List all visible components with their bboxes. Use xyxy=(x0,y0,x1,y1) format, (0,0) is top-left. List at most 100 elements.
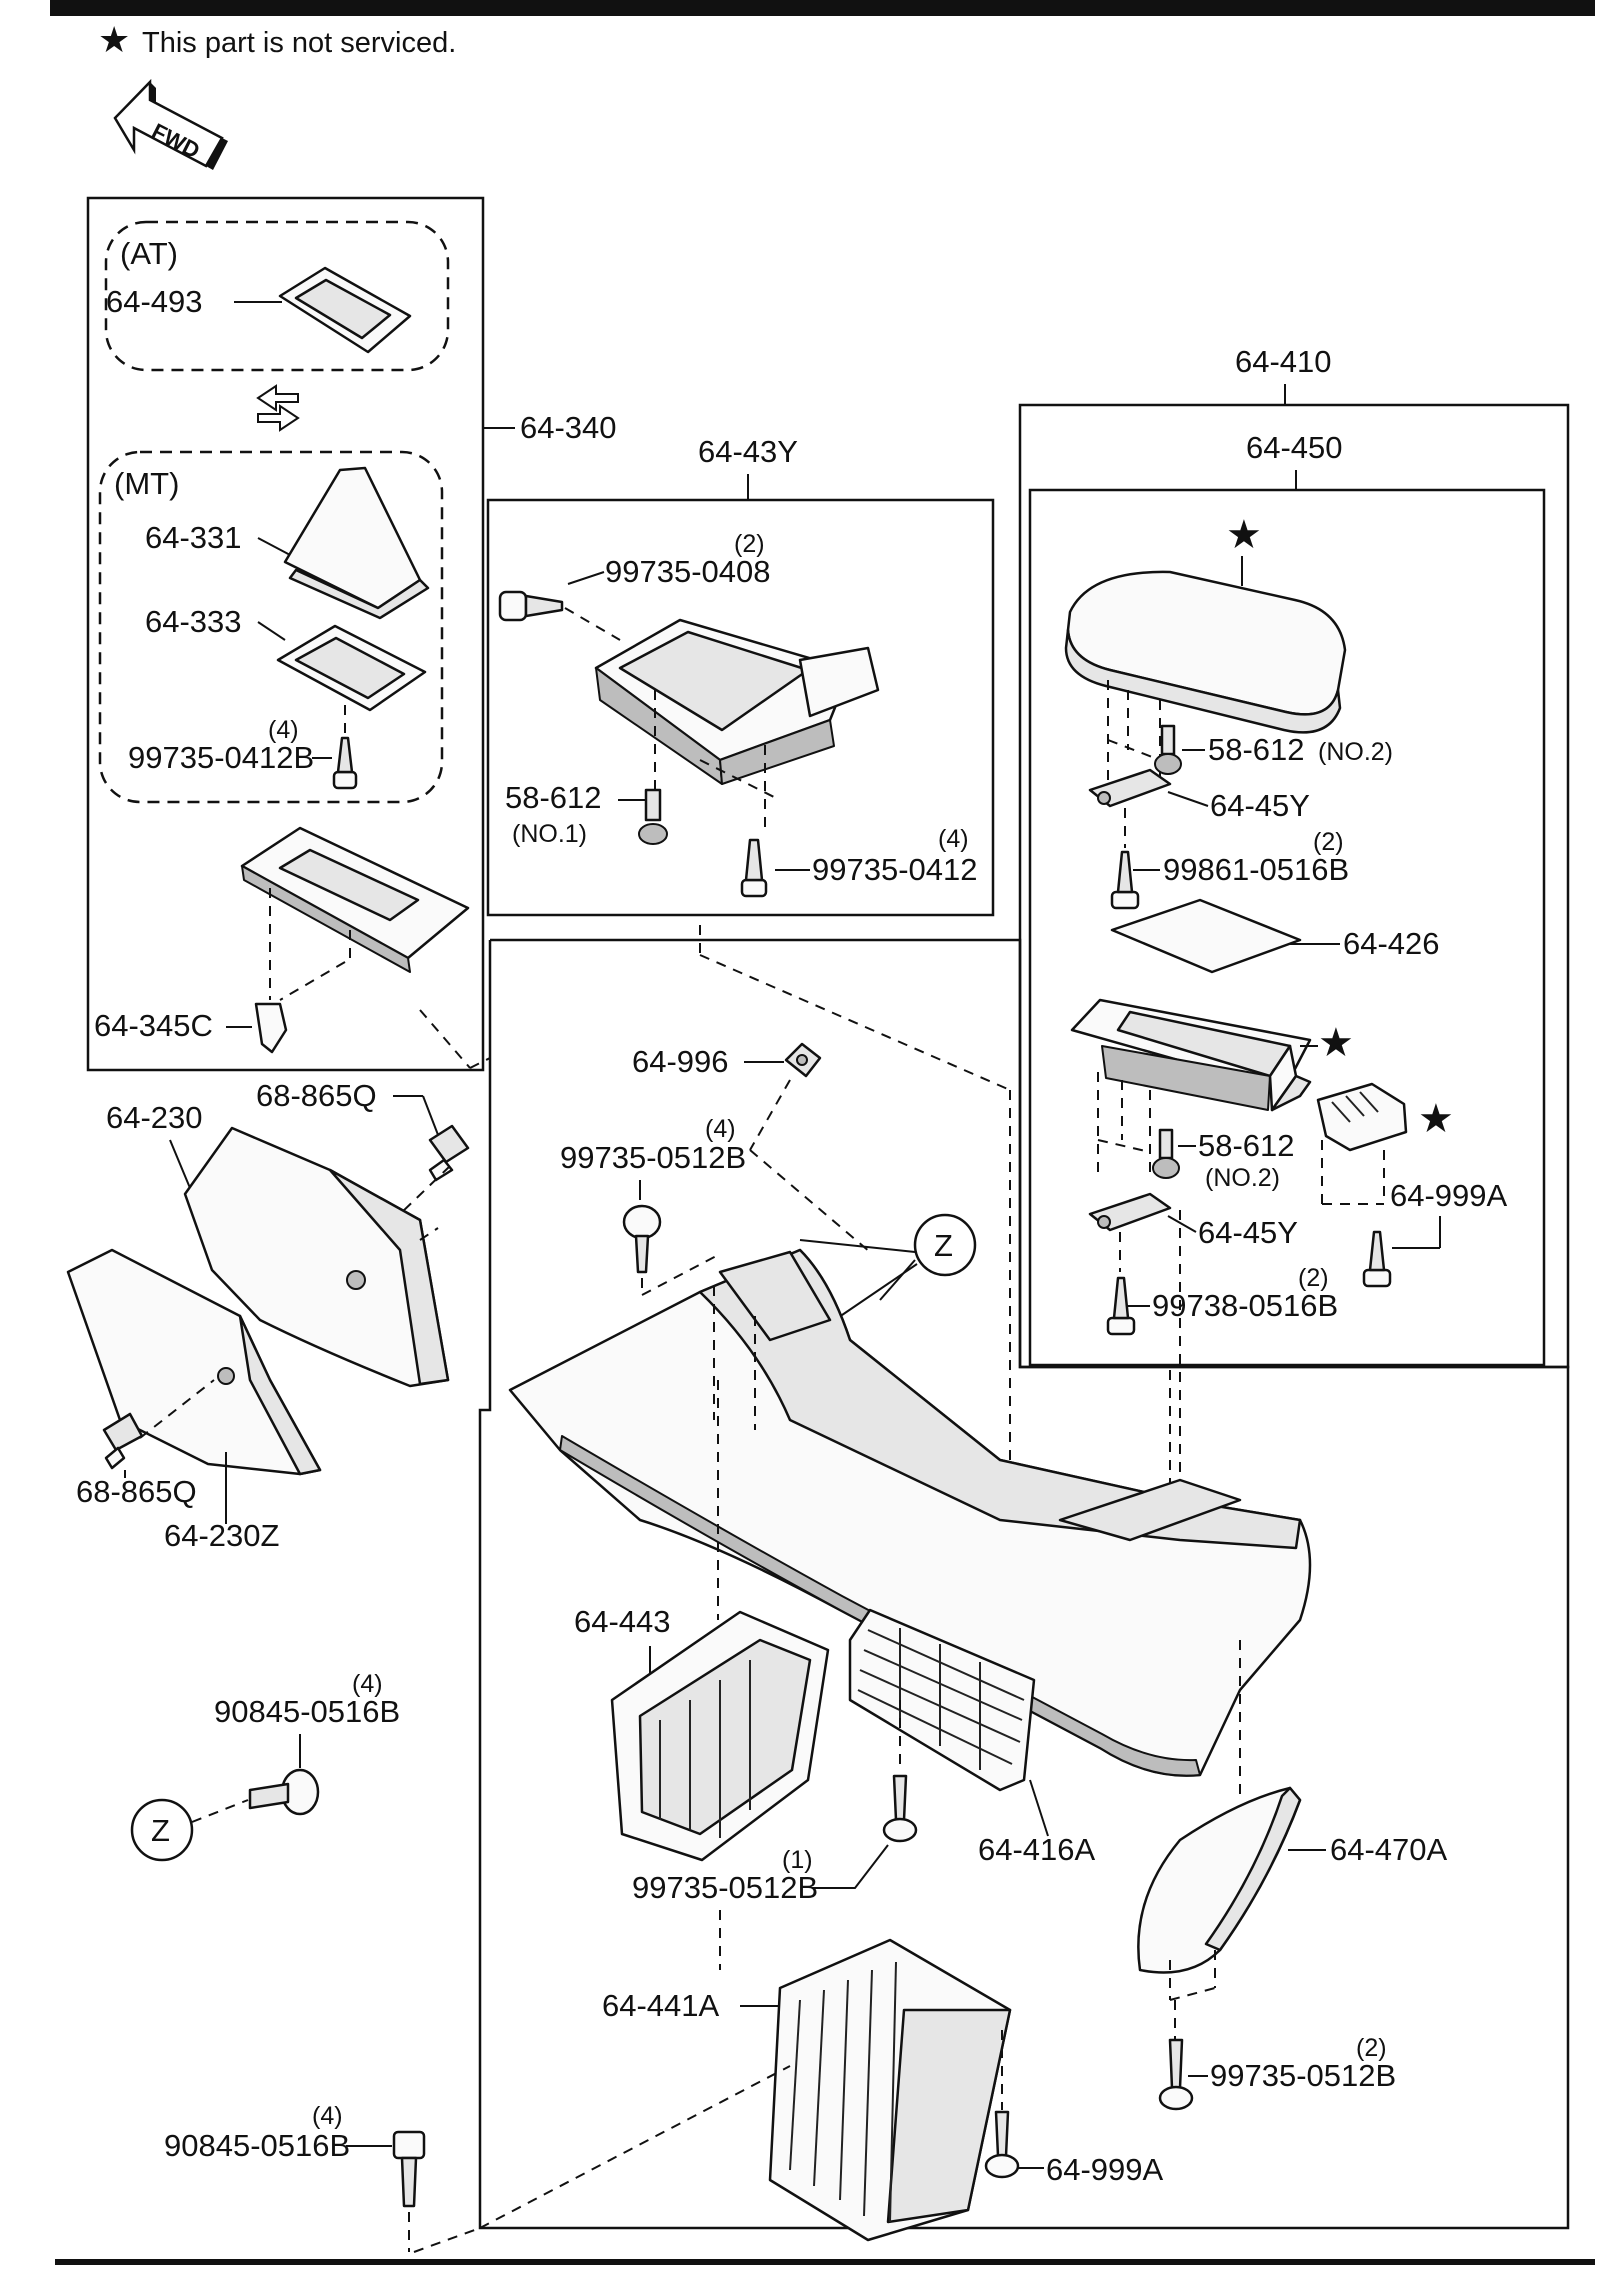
callout-64-996: 64-996 xyxy=(632,1044,729,1079)
part-armrest-lid xyxy=(1064,570,1347,734)
part-64-333 xyxy=(276,624,427,712)
callout-64-230Z: 64-230Z xyxy=(164,1518,279,1553)
qty-4-99735-0512B-upper: (4) xyxy=(705,1115,736,1143)
qty-2-99735-0512B-lower: (2) xyxy=(1356,2034,1387,2062)
callout-64-450: 64-450 xyxy=(1246,430,1343,465)
bumper-58-612-no2-lower xyxy=(1152,1128,1180,1179)
group-box-64-340 xyxy=(86,196,485,1072)
callout-99861-0516B: 99861-0516B xyxy=(1163,852,1349,887)
screw-99735-0412 xyxy=(740,838,768,898)
callout-64-230: 64-230 xyxy=(106,1100,203,1135)
qty-4-90845-0516B-lower: (4) xyxy=(312,2102,343,2130)
callout-64-331: 64-331 xyxy=(145,520,242,555)
part-64-230 xyxy=(183,1126,450,1388)
not-serviced-note: This part is not serviced. xyxy=(142,27,456,59)
clip-68-865Q-upper xyxy=(428,1124,470,1182)
callout-64-410: 64-410 xyxy=(1235,344,1332,379)
callout-64-43Y: 64-43Y xyxy=(698,434,798,469)
part-armrest-box xyxy=(1070,998,1312,1112)
callout-64-999A-upper: 64-999A xyxy=(1390,1178,1508,1213)
screw-99735-0512B-upper xyxy=(622,1204,662,1274)
part-64-470A xyxy=(1137,1786,1302,1974)
part-64-340-base xyxy=(240,826,470,973)
callout-99735-0512B-upper: 99735-0512B xyxy=(560,1140,746,1175)
part-64-43Y-cupholder xyxy=(594,618,880,785)
clip-64-996 xyxy=(784,1042,822,1078)
callout-58-612-no1: 58-612 xyxy=(505,780,602,815)
callout-68-865Q-upper: 68-865Q xyxy=(256,1078,377,1113)
screw-99735-0412B xyxy=(332,736,358,790)
part-console-body xyxy=(508,1248,1312,1777)
part-64-331 xyxy=(283,466,430,620)
screw-99861-0516B xyxy=(1110,850,1140,910)
bolt-90845-0516B-upper xyxy=(248,1768,320,1816)
at-label: (AT) xyxy=(120,236,178,271)
no1-label: (NO.1) xyxy=(512,820,587,848)
callout-64-470A: 64-470A xyxy=(1330,1832,1448,1867)
qty-2-99738-0516B: (2) xyxy=(1298,1264,1329,1292)
group-box-64-450 xyxy=(1028,488,1546,1367)
callout-99735-0512B-lower: 99735-0512B xyxy=(1210,2058,1396,2093)
callout-64-340: 64-340 xyxy=(520,410,617,445)
qty-4-99735-0412: (4) xyxy=(938,825,969,853)
at-group-outline xyxy=(104,220,450,372)
callout-90845-0516B-lower: 90845-0516B xyxy=(164,2128,350,2163)
no2-label-lower: (NO.2) xyxy=(1205,1164,1280,1192)
qty-1-99735-0512B-mid: (1) xyxy=(782,1846,813,1874)
callout-64-45Y-lower: 64-45Y xyxy=(1198,1215,1298,1250)
callout-64-45Y-upper: 64-45Y xyxy=(1210,788,1310,823)
at-mt-swap-icon xyxy=(256,384,300,432)
callout-64-441A: 64-441A xyxy=(602,1988,720,2023)
callout-58-612-no2-upper: 58-612 xyxy=(1208,732,1305,767)
bumper-58-612-no2-upper xyxy=(1154,724,1182,775)
screw-99735-0512B-mid xyxy=(882,1774,918,1843)
qty-2-99735-0408: (2) xyxy=(734,530,765,558)
screw-99738-0516B xyxy=(1106,1276,1136,1336)
detail-z-marker-upper xyxy=(913,1213,977,1277)
part-64-443 xyxy=(610,1610,830,1862)
not-serviced-star-icon-armrest: ★ xyxy=(1226,512,1262,558)
hinge-64-45Y-upper xyxy=(1088,768,1172,808)
callout-58-612-no2-lower: 58-612 xyxy=(1198,1128,1295,1163)
callout-64-999A-lower: 64-999A xyxy=(1046,2152,1164,2187)
part-64-493 xyxy=(278,266,412,354)
detail-z-label-lower: Z xyxy=(151,1813,170,1848)
qty-2-99861-0516B: (2) xyxy=(1313,828,1344,856)
callout-99735-0408: 99735-0408 xyxy=(605,554,771,589)
detail-z-marker-lower xyxy=(130,1798,194,1862)
part-64-416A xyxy=(848,1608,1036,1792)
callout-64-416A: 64-416A xyxy=(978,1832,1096,1867)
screw-64-999A-upper xyxy=(1362,1230,1392,1288)
qty-4-99735-0412B: (4) xyxy=(268,716,299,744)
clip-64-345C xyxy=(254,1002,288,1054)
bumper-58-612-no1 xyxy=(638,788,668,845)
callout-64-333: 64-333 xyxy=(145,604,242,639)
group-box-main xyxy=(478,938,1570,2230)
hinge-64-45Y-lower xyxy=(1088,1192,1172,1232)
callout-64-426: 64-426 xyxy=(1343,926,1440,961)
not-serviced-star-icon: ★ xyxy=(98,20,130,61)
group-box-64-43Y xyxy=(486,498,995,917)
callout-64-493: 64-493 xyxy=(106,284,203,319)
bolt-90845-0516B-lower xyxy=(392,2130,426,2208)
latch-64-999A xyxy=(1316,1082,1408,1152)
not-serviced-star-icon-latch: ★ xyxy=(1418,1096,1454,1142)
fwd-arrow-icon: FWD xyxy=(113,78,228,170)
detail-z-label-upper: Z xyxy=(934,1228,953,1263)
callout-99735-0412: 99735-0412 xyxy=(812,852,978,887)
not-serviced-star-icon-box: ★ xyxy=(1318,1020,1354,1066)
mt-label: (MT) xyxy=(114,466,179,501)
screw-99735-0512B-lower xyxy=(1158,2038,1194,2111)
callout-68-865Q-lower: 68-865Q xyxy=(76,1474,197,1509)
mt-group-outline xyxy=(98,450,444,804)
qty-4-90845-0516B-upper: (4) xyxy=(352,1670,383,1698)
pad-64-426 xyxy=(1110,898,1302,974)
bottom-rule xyxy=(55,2259,1595,2265)
callout-90845-0516B-upper: 90845-0516B xyxy=(214,1694,400,1729)
part-64-441A xyxy=(768,1938,1012,2242)
callout-64-443: 64-443 xyxy=(574,1604,671,1639)
screw-64-999A-lower xyxy=(984,2110,1020,2179)
callout-64-345C: 64-345C xyxy=(94,1008,213,1043)
top-rule xyxy=(50,0,1595,16)
